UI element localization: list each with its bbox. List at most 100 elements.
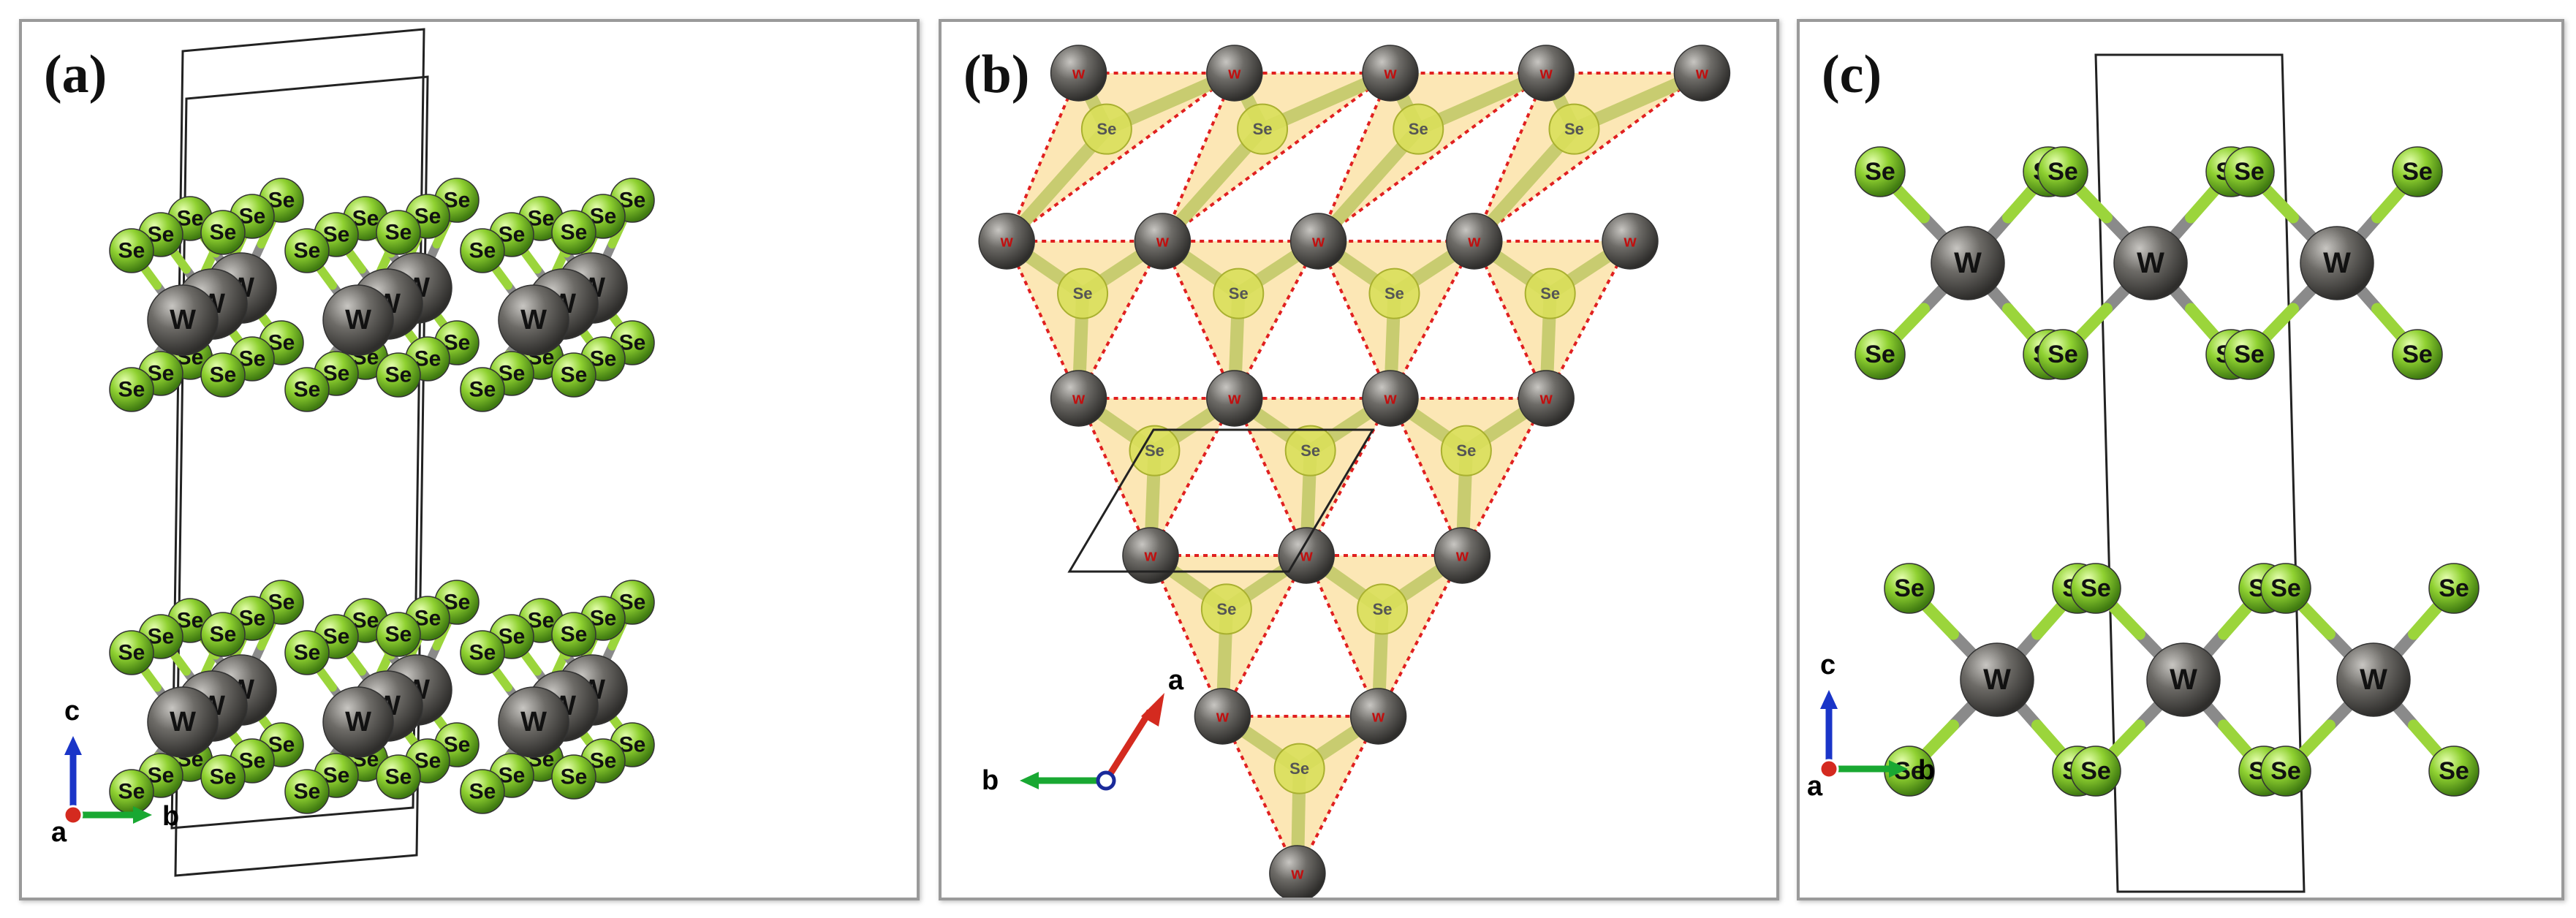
tungsten-atom — [1433, 527, 1491, 584]
tungsten-atom — [1362, 45, 1419, 102]
tungsten-atom-label: w — [1227, 64, 1241, 83]
tungsten-atom-label: w — [1623, 232, 1637, 251]
tungsten-atom-label: W — [2323, 247, 2351, 279]
axis-a-arrow — [1103, 709, 1153, 783]
panel-c-label: (c) — [1822, 45, 1882, 105]
tungsten-atom — [1269, 845, 1326, 898]
selenium-atom-label: Se — [118, 641, 145, 665]
tungsten-atom-label: w — [1695, 64, 1709, 83]
tungsten-atom — [1602, 213, 1659, 270]
tungsten-atom — [1446, 213, 1503, 270]
tungsten-atom-label: w — [1072, 64, 1086, 83]
selenium-atom-label: Se — [294, 239, 321, 263]
lattice-edge — [1545, 240, 1632, 399]
panel-c: (c) SeSeSeSeSeSeSeSeSeSeSeSeWWWSeSeSeSeS… — [1797, 19, 2564, 900]
selenium-atom — [1548, 103, 1600, 155]
selenium-atom — [109, 228, 154, 273]
selenium-atom — [2224, 329, 2275, 380]
selenium-atom — [551, 612, 596, 657]
selenium-atom — [109, 630, 154, 675]
tungsten-atom-label: w — [1383, 64, 1397, 83]
selenium-atom-label: Se — [561, 765, 588, 789]
selenium-atom-label: Se — [2047, 341, 2078, 368]
selenium-atom — [2428, 563, 2480, 614]
selenium-atom-label: Se — [210, 623, 237, 647]
lattice-edge — [1221, 716, 1299, 874]
selenium-atom — [1855, 329, 1906, 380]
tungsten-atom-label: W — [345, 305, 371, 335]
projected-side-view: SeSeSeSeSeSeSeSeSeSeSeSeWWWSeSeSeSeSeSeS… — [1807, 53, 2480, 893]
selenium-atom — [284, 228, 330, 273]
selenium-atom — [551, 754, 596, 800]
selenium-atom — [1237, 103, 1289, 155]
lattice-edge — [1389, 398, 1464, 556]
lattice-edge — [1317, 72, 1548, 243]
axis-b-label: b — [982, 765, 999, 796]
selenium-atom-label: Se — [2402, 158, 2433, 186]
selenium-atom-label: Se — [2234, 341, 2265, 368]
axis-c-label: c — [1820, 650, 1836, 680]
lattice-edge — [1005, 240, 1080, 399]
tungsten-atom-label: w — [1300, 547, 1314, 565]
lattice-edge — [1077, 398, 1152, 556]
lattice-edge — [1162, 72, 1392, 243]
tungsten-atom — [1673, 45, 1731, 102]
selenium-atom — [1080, 103, 1132, 155]
tungsten-atom-label: W — [1983, 664, 2011, 696]
tungsten-atom-label: w — [1455, 547, 1469, 565]
selenium-atom — [460, 630, 505, 675]
selenium-atom — [200, 352, 246, 398]
selenium-atom — [2037, 329, 2088, 380]
selenium-atom-label: Se — [2270, 757, 2301, 785]
lattice-edge — [1006, 72, 1235, 243]
tungsten-atom — [1289, 213, 1347, 270]
selenium-atom — [1884, 563, 1935, 614]
selenium-atom — [460, 228, 505, 273]
lattice-edge — [1472, 240, 1548, 399]
selenium-atom — [2260, 746, 2311, 797]
tungsten-atom — [1278, 527, 1335, 584]
selenium-atom-label: Se — [2080, 757, 2111, 785]
axis-a-arrowhead — [1141, 693, 1164, 727]
selenium-atom-label: Se — [1300, 441, 1320, 460]
selenium-atom-label: Se — [294, 780, 321, 804]
axis-b-label: b — [1918, 755, 1935, 786]
selenium-atom-label: Se — [118, 780, 145, 804]
selenium-atom-label: Se — [2047, 158, 2078, 186]
selenium-atom — [2037, 146, 2088, 197]
tungsten-atom — [2146, 642, 2221, 717]
axis-b-arrowhead — [1889, 760, 1908, 778]
selenium-atom — [376, 352, 421, 398]
selenium-atom-label: Se — [1216, 600, 1236, 618]
lattice-edge — [1077, 240, 1164, 399]
tungsten-atom — [147, 686, 219, 758]
selenium-atom-label: Se — [1073, 284, 1093, 303]
selenium-atom-label: Se — [1229, 284, 1249, 303]
axis-b-arrowhead — [133, 806, 152, 824]
tungsten-atom-label: w — [1467, 232, 1481, 251]
tungsten-atom-label: w — [1216, 708, 1230, 726]
panel-a: (a) SeSeSeSeSeSeSeSeSeSeSeSeWWWSeSeSeSeS… — [19, 19, 920, 900]
selenium-atom-label: Se — [1409, 120, 1428, 138]
selenium-atom — [200, 754, 246, 800]
tungsten-atom — [322, 686, 394, 758]
tungsten-atom — [1518, 370, 1575, 427]
selenium-atom-label: Se — [1894, 574, 1925, 602]
lattice-edge — [1005, 72, 1080, 242]
axis-b-arrowhead — [1020, 772, 1039, 789]
lattice-edge — [1149, 398, 1236, 556]
selenium-atom — [284, 367, 330, 412]
selenium-atom-label: Se — [210, 221, 237, 245]
selenium-atom — [1200, 583, 1252, 635]
selenium-atom-label: Se — [2234, 158, 2265, 186]
lattice-edge — [1296, 716, 1380, 874]
selenium-atom-label: Se — [385, 221, 412, 245]
selenium-atom-label: Se — [1145, 441, 1164, 460]
tungsten-atom — [1050, 370, 1107, 427]
selenium-atom — [2392, 146, 2443, 197]
tungsten-atom — [1050, 45, 1107, 102]
tungsten-atom-label: W — [520, 305, 547, 335]
axis-c-dot — [1096, 770, 1116, 791]
unit-cell — [2094, 53, 2306, 893]
